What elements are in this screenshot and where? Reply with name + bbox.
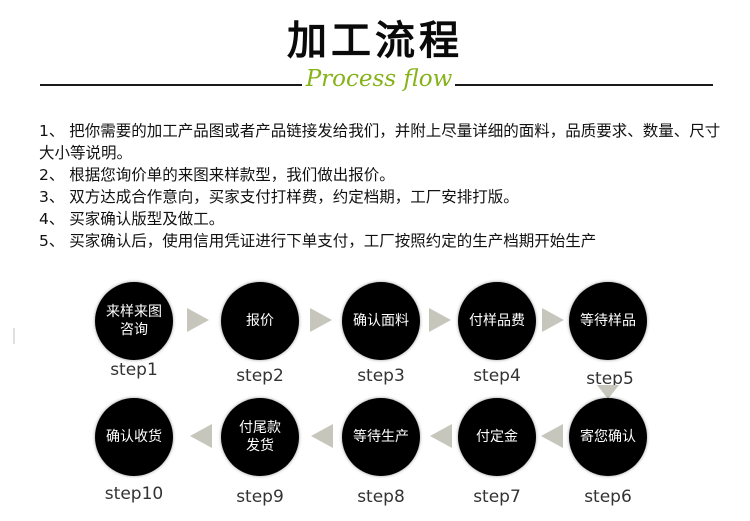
edge-mark (13, 328, 15, 344)
flow-arrow-right-icon (187, 308, 209, 332)
flow-step-9-label: step9 (236, 487, 284, 507)
flow-step-8-circle: 等待生产 (342, 398, 420, 476)
flow-step-1-circle: 来样来图 咨询 (95, 282, 173, 360)
flow-arrow-right-icon (310, 308, 332, 332)
instruction-item: 2、 根据您询价单的来图来样款型，我们做出报价。 (39, 166, 395, 184)
flow-step-10-text: 确认收货 (106, 429, 162, 445)
flow-step-4-circle: 付样品费 (458, 282, 536, 360)
flow-step-4-label: step4 (473, 366, 521, 386)
page-title: 加工流程 (287, 18, 463, 64)
flow-step-4-text: 付样品费 (469, 313, 525, 329)
flow-step-7-text: 付定金 (476, 429, 518, 445)
subtitle-rule-right (455, 84, 713, 86)
flow-step-2-label: step2 (236, 366, 284, 386)
flow-step-6-text: 寄您确认 (580, 429, 636, 445)
flow-step-3-label: step3 (357, 366, 405, 386)
flow-step-9-circle: 付尾款 发货 (221, 398, 299, 476)
flow-step-10-label: step10 (104, 484, 164, 504)
flow-step-9-text: 付尾款 发货 (239, 420, 281, 454)
flow-step-5-label: step5 (586, 369, 634, 389)
flow-step-7-circle: 付定金 (458, 398, 536, 476)
flow-step-8-text: 等待生产 (353, 429, 409, 445)
instruction-list: 1、 把你需要的加工产品图或者产品链接发给我们，并附上尽量详细的面料，品质要求、… (39, 120, 729, 252)
flow-step-6-circle: 寄您确认 (569, 398, 647, 476)
flow-step-8-label: step8 (357, 487, 405, 507)
flow-step-3-text: 确认面料 (353, 313, 409, 329)
flow-arrow-right-icon (542, 308, 564, 332)
flow-arrow-left-icon (311, 424, 333, 448)
flow-arrow-left-icon (541, 424, 563, 448)
page-subtitle: Process flow (305, 66, 453, 92)
flow-arrow-down-icon (597, 385, 619, 399)
flow-arrow-left-icon (190, 424, 212, 448)
flow-step-5-text: 等待样品 (580, 313, 636, 329)
flow-step-3-circle: 确认面料 (342, 282, 420, 360)
subtitle-rule-left (40, 84, 302, 86)
instruction-item: 4、 买家确认版型及做工。 (39, 210, 225, 228)
flow-step-2-circle: 报价 (221, 282, 299, 360)
flow-arrow-left-icon (430, 424, 452, 448)
flow-arrow-right-icon (429, 308, 451, 332)
flow-step-10-circle: 确认收货 (95, 398, 173, 476)
flow-step-1-text: 来样来图 咨询 (106, 304, 162, 338)
instruction-item: 3、 双方达成合作意向，买家支付打样费，约定档期，工厂安排打版。 (39, 188, 519, 206)
flow-step-7-label: step7 (473, 487, 521, 507)
instruction-item: 5、 买家确认后，使用信用凭证进行下单支付，工厂按照约定的生产档期开始生产 (39, 232, 597, 250)
flow-step-1-label: step1 (110, 360, 158, 380)
flow-step-2-text: 报价 (246, 313, 274, 329)
flow-step-6-label: step6 (584, 487, 632, 507)
flow-step-5-circle: 等待样品 (569, 282, 647, 360)
instruction-item: 1、 把你需要的加工产品图或者产品链接发给我们，并附上尽量详细的面料，品质要求、… (39, 122, 721, 162)
